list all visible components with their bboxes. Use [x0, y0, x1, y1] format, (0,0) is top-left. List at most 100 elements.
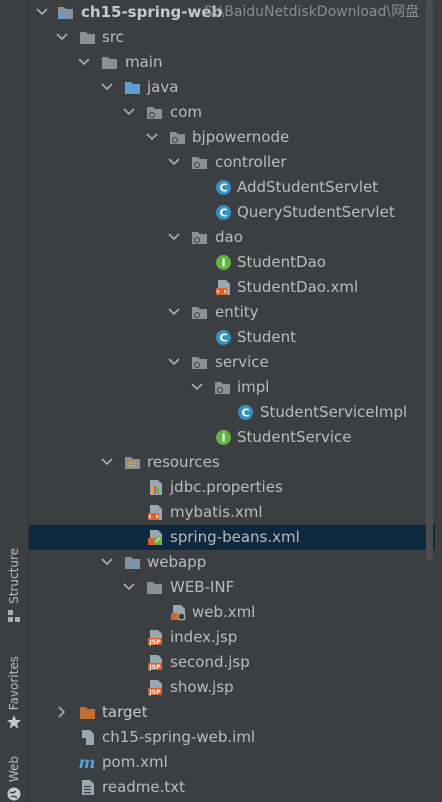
web-tab-label: Web: [7, 756, 21, 783]
favorites-tab-label: Favorites: [7, 656, 21, 711]
tree-node-main[interactable]: main: [29, 50, 435, 75]
jsp-file-icon: [148, 655, 162, 671]
maven-icon: [79, 754, 96, 771]
chevron-down-icon[interactable]: [100, 80, 114, 94]
tree-label: show.jsp: [170, 678, 234, 696]
structure-tab[interactable]: Structure: [3, 548, 25, 624]
folder-icon: [102, 57, 117, 69]
tree-label: bjpowernode: [192, 128, 290, 146]
tree-label: StudentServiceImpl: [260, 403, 408, 421]
tree-node-controller[interactable]: controller: [29, 150, 435, 175]
tree-label: dao: [215, 228, 243, 246]
tree-node-service[interactable]: service: [29, 350, 435, 375]
class-icon: [216, 180, 231, 195]
class-icon: [216, 205, 231, 220]
tree-node-add-student-servlet[interactable]: AddStudentServlet: [29, 175, 435, 200]
web-folder-icon: [124, 556, 141, 570]
favorites-tab[interactable]: Favorites: [3, 656, 25, 730]
web-tab[interactable]: Web: [3, 756, 25, 802]
tree-node-bjpowernode[interactable]: bjpowernode: [29, 125, 435, 150]
tree-label: service: [215, 353, 269, 371]
tree-node-entity[interactable]: entity: [29, 300, 435, 325]
tree-label: second.jsp: [170, 653, 250, 671]
tree-label: mybatis.xml: [170, 503, 263, 521]
chevron-down-icon[interactable]: [100, 455, 114, 469]
tree-label: QueryStudentServlet: [237, 203, 395, 221]
tree-label: webapp: [147, 553, 207, 571]
project-tree[interactable]: ch15-spring-web D:\BaiduNetdiskDownload\…: [29, 0, 435, 802]
jsp-file-icon: [148, 680, 162, 696]
tree-node-show-jsp[interactable]: show.jsp: [29, 675, 435, 700]
excluded-folder-icon: [80, 707, 95, 719]
tree-node-student-dao[interactable]: StudentDao: [29, 250, 435, 275]
tree-node-src[interactable]: src: [29, 25, 435, 50]
class-icon: [238, 405, 253, 420]
chevron-right-icon[interactable]: [55, 705, 69, 719]
tree-node-query-student-servlet[interactable]: QueryStudentServlet: [29, 200, 435, 225]
vertical-scrollbar[interactable]: [426, 0, 433, 560]
tree-label: src: [102, 28, 124, 46]
tree-label: StudentService: [237, 428, 352, 446]
package-icon: [215, 382, 230, 394]
tree-node-jdbc-properties[interactable]: jdbc.properties: [29, 475, 435, 500]
chevron-down-icon[interactable]: [122, 580, 136, 594]
chevron-down-icon[interactable]: [77, 55, 91, 69]
tree-node-second-jsp[interactable]: second.jsp: [29, 650, 435, 675]
jsp-file-icon: [148, 630, 162, 646]
tree-node-index-jsp[interactable]: index.jsp: [29, 625, 435, 650]
tree-node-pom-xml[interactable]: pom.xml: [29, 750, 435, 775]
tree-label: controller: [215, 153, 287, 171]
tree-label: WEB-INF: [170, 578, 235, 596]
tree-node-mybatis-xml[interactable]: mybatis.xml: [29, 500, 435, 525]
tree-label: main: [125, 53, 163, 71]
tree-node-java[interactable]: java: [29, 75, 435, 100]
chevron-down-icon[interactable]: [35, 5, 49, 19]
tree-node-iml[interactable]: ch15-spring-web.iml: [29, 725, 435, 750]
tree-label: impl: [237, 378, 270, 396]
tree-node-webapp[interactable]: webapp: [29, 550, 435, 575]
project-name: ch15-spring-web: [81, 3, 223, 21]
tree-node-spring-beans-xml[interactable]: spring-beans.xml: [29, 525, 435, 550]
tree-label: jdbc.properties: [170, 478, 283, 496]
tree-label: Student: [237, 328, 297, 346]
package-icon: [192, 307, 207, 319]
tree-node-web-inf[interactable]: WEB-INF: [29, 575, 435, 600]
tree-node-student-service-impl[interactable]: StudentServiceImpl: [29, 400, 435, 425]
tree-node-com[interactable]: com: [29, 100, 435, 125]
class-icon: [216, 330, 231, 345]
tree-node-web-xml[interactable]: web.xml: [29, 600, 435, 625]
resources-folder-icon: [125, 457, 140, 469]
folder-icon: [80, 32, 95, 44]
chevron-down-icon[interactable]: [100, 555, 114, 569]
source-folder-icon: [125, 82, 140, 94]
iml-file-icon: [82, 730, 94, 745]
tree-node-student-dao-xml[interactable]: StudentDao.xml: [29, 275, 435, 300]
tree-label: resources: [147, 453, 220, 471]
chevron-down-icon[interactable]: [55, 30, 69, 44]
package-icon: [170, 132, 185, 144]
tree-label: java: [147, 78, 179, 96]
chevron-down-icon[interactable]: [122, 105, 136, 119]
chevron-down-icon[interactable]: [167, 155, 181, 169]
chevron-down-icon[interactable]: [167, 230, 181, 244]
chevron-down-icon[interactable]: [190, 380, 204, 394]
interface-icon: [216, 430, 231, 445]
xml-file-icon: [147, 504, 163, 521]
tree-label: target: [102, 703, 148, 721]
tree-node-dao[interactable]: dao: [29, 225, 435, 250]
tree-node-student[interactable]: Student: [29, 325, 435, 350]
tree-label: StudentDao.xml: [237, 278, 359, 296]
tree-node-resources[interactable]: resources: [29, 450, 435, 475]
package-icon: [147, 107, 162, 119]
spring-xml-icon: [147, 529, 163, 546]
tree-label: web.xml: [192, 603, 256, 621]
chevron-down-icon[interactable]: [145, 130, 159, 144]
tree-node-impl[interactable]: impl: [29, 375, 435, 400]
tree-node-target[interactable]: target: [29, 700, 435, 725]
chevron-down-icon[interactable]: [167, 305, 181, 319]
chevron-down-icon[interactable]: [167, 355, 181, 369]
tree-node-readme-txt[interactable]: readme.txt: [29, 775, 435, 800]
tree-node-student-service[interactable]: StudentService: [29, 425, 435, 450]
tree-node-project-root[interactable]: ch15-spring-web D:\BaiduNetdiskDownload\…: [29, 0, 435, 25]
